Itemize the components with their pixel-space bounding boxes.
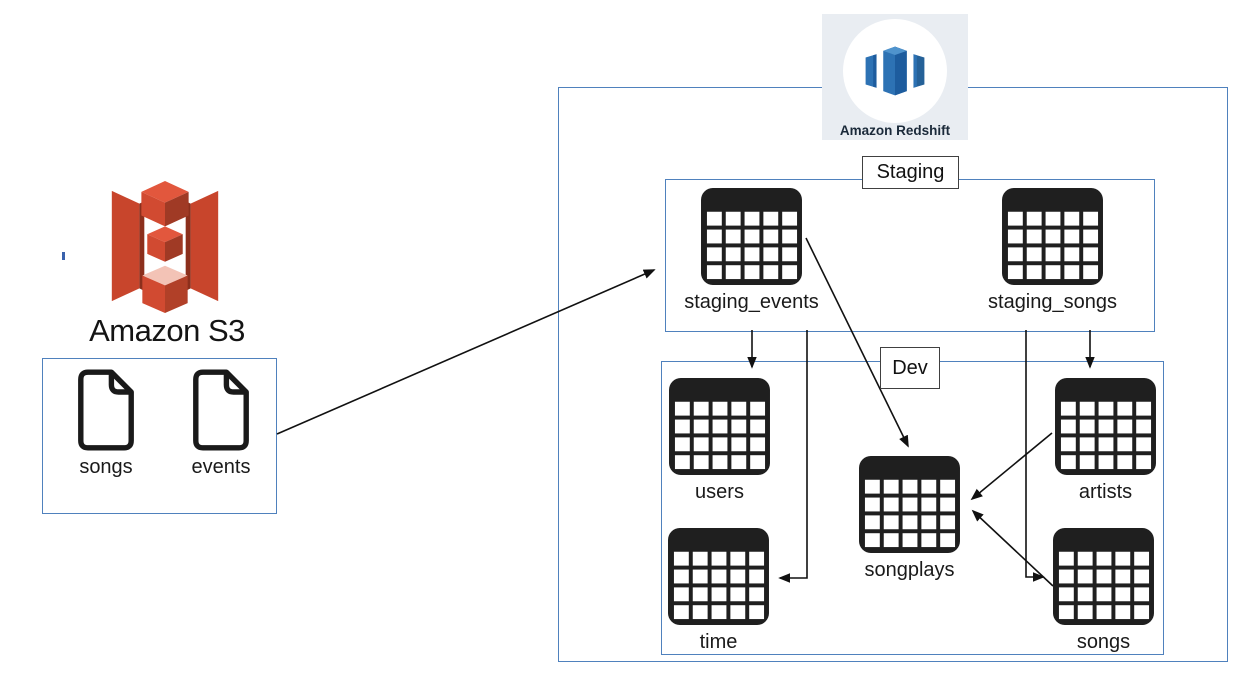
file-events: events [171, 366, 271, 479]
table-icon [1001, 187, 1104, 286]
table-icon [858, 455, 961, 554]
staging-tag: Staging [862, 156, 959, 189]
document-icon [70, 366, 142, 454]
amazon-s3-icon [100, 176, 230, 318]
document-icon [185, 366, 257, 454]
table-icon [667, 527, 770, 626]
table-icon [700, 187, 803, 286]
s3-files-box [42, 358, 277, 514]
dev-tag-label: Dev [892, 356, 928, 379]
table-users: users [668, 377, 771, 503]
cursor-artifact-mark [62, 252, 65, 260]
file-label: songs [79, 456, 133, 478]
s3-title: Amazon S3 [89, 313, 245, 348]
table-staging-songs: staging_songs [988, 187, 1117, 313]
table-label: staging_songs [988, 291, 1117, 313]
table-songplays: songplays [858, 455, 961, 581]
table-icon [1052, 527, 1155, 626]
redshift-icon [843, 19, 947, 123]
table-label: artists [1078, 481, 1133, 503]
table-label: songs [1076, 631, 1131, 653]
table-label: users [695, 481, 744, 503]
redshift-logo-label: Amazon Redshift [839, 123, 951, 138]
table-label: songplays [864, 559, 955, 581]
amazon-redshift-logo: Amazon Redshift [822, 14, 968, 140]
table-songs: songs [1052, 527, 1155, 653]
table-label: time [699, 631, 738, 653]
table-time: time [667, 527, 770, 653]
table-artists: artists [1054, 377, 1157, 503]
table-staging-events: staging_events [684, 187, 819, 313]
staging-tag-label: Staging [876, 161, 945, 183]
table-icon [1054, 377, 1157, 476]
table-label: staging_events [684, 291, 819, 313]
dev-tag: Dev [880, 347, 940, 389]
file-label: events [191, 456, 251, 478]
table-icon [668, 377, 771, 476]
file-songs: songs [56, 366, 156, 479]
